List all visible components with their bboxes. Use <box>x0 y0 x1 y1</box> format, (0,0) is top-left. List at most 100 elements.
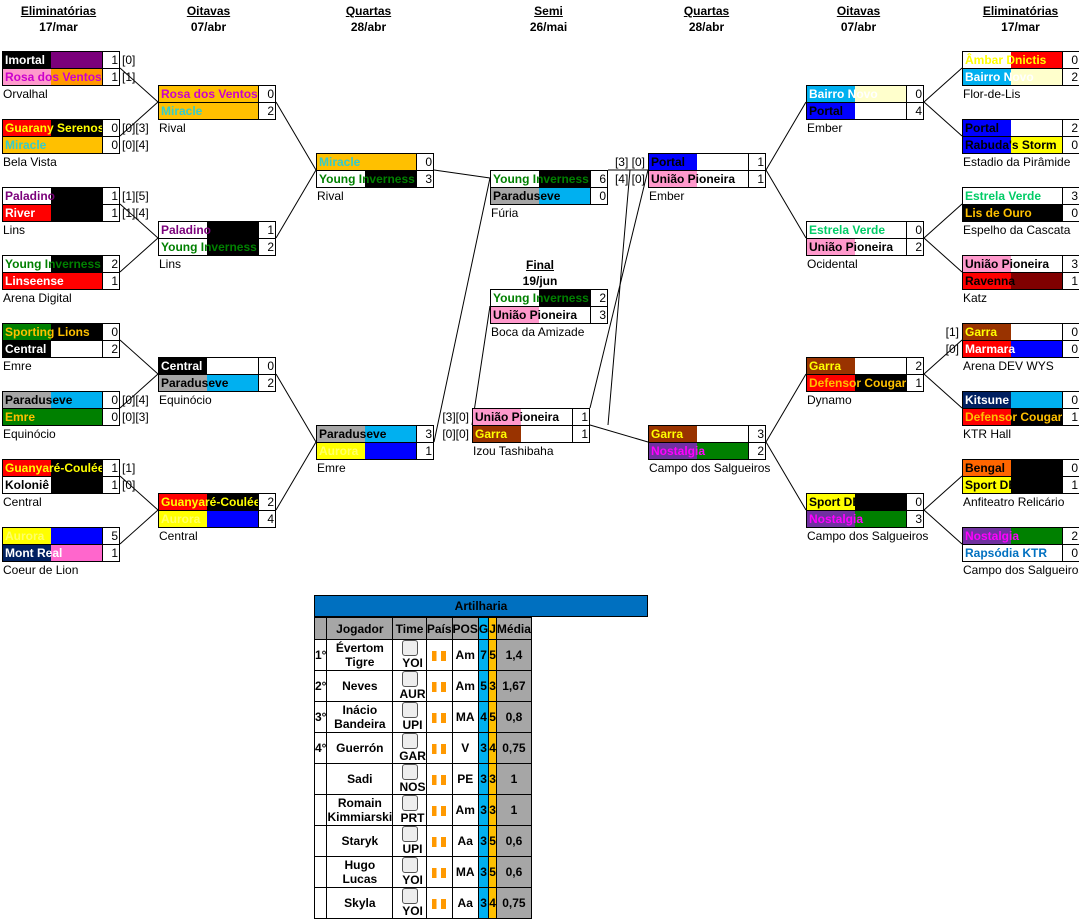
team-cell: Paraduseve <box>3 392 103 408</box>
scorer-average: 0,75 <box>495 887 532 919</box>
team-color-secondary <box>1011 324 1063 340</box>
team-name: Nostalgia <box>809 512 864 526</box>
connector-line <box>119 101 159 137</box>
scorer-average: 0,75 <box>495 732 532 764</box>
team-score: 0 <box>1062 205 1079 221</box>
connector-line <box>119 67 159 103</box>
scorer-team: YOI <box>392 856 427 888</box>
team-score: 1 <box>102 545 119 561</box>
team-cell: Âmbar Dnictis <box>963 52 1063 68</box>
header-cell: Time <box>392 617 427 640</box>
venue-label: Ember <box>649 189 685 203</box>
scorer-team: NOS <box>392 763 427 795</box>
team-color-primary <box>963 256 1011 272</box>
team-color-primary <box>3 205 51 221</box>
team-cell: Nostalgia <box>649 443 749 459</box>
team-score: 1 <box>102 69 119 85</box>
scorer-average: 1 <box>495 763 532 795</box>
penalty-score: [0][3] <box>122 121 149 135</box>
team-score: 0 <box>102 120 119 136</box>
connector-line <box>433 169 491 179</box>
round-date: 07/abr <box>840 20 877 34</box>
team-color-secondary <box>521 409 573 425</box>
team-cell: Guanyaré-Coulée <box>3 460 103 476</box>
team-color-secondary <box>855 511 907 527</box>
team-color-secondary <box>1011 460 1063 476</box>
team-score: 0 <box>1062 460 1079 476</box>
team-name: Central <box>161 359 203 373</box>
team-cell: Mont Real <box>3 545 103 561</box>
team-color-primary <box>3 392 51 408</box>
scorer-goals: 3 <box>477 732 490 764</box>
scorer-team-code: YOI <box>402 904 423 918</box>
team-color-primary <box>3 324 51 340</box>
team-color-primary <box>963 137 1011 153</box>
connector-line <box>275 101 317 171</box>
team-score: 3 <box>1062 188 1079 204</box>
team-score: 2 <box>748 443 765 459</box>
team-color-secondary <box>1011 341 1063 357</box>
team-color-secondary <box>855 222 907 238</box>
team-name: Garra <box>475 427 508 441</box>
venue-label: Lins <box>159 257 182 271</box>
team-color-secondary <box>521 426 573 442</box>
team-name: Nostalgia <box>965 529 1020 543</box>
team-color-secondary <box>1011 205 1063 221</box>
team-color-primary <box>3 69 51 85</box>
scorer-team-code: PRT <box>400 811 425 825</box>
team-name: Guanyaré-Coulée <box>5 461 103 475</box>
team-name: Marmara <box>965 342 1016 356</box>
team-color-secondary <box>51 69 103 85</box>
round-name: Oitavas <box>186 4 231 18</box>
team-color-secondary <box>51 273 103 289</box>
team-score: 4 <box>906 103 923 119</box>
team-color-primary <box>807 103 855 119</box>
scorer-games: 5 <box>488 825 497 857</box>
team-cell: Garra <box>963 324 1063 340</box>
scorer-average: 0,8 <box>495 701 532 733</box>
team-name: Young Inverness <box>161 240 257 254</box>
team-name: Miracle <box>161 104 203 118</box>
round-name: Eliminatórias <box>982 4 1059 18</box>
connector-line <box>923 475 963 511</box>
team-color-primary <box>807 358 855 374</box>
venue-label: Coeur de Lion <box>3 563 79 577</box>
scorer-player: Hugo Lucas <box>326 856 394 888</box>
connector-line <box>471 305 491 426</box>
team-color-primary <box>159 103 207 119</box>
team-score: 1 <box>102 477 119 493</box>
scorer-team: PRT <box>392 794 427 826</box>
team-color-secondary <box>51 137 103 153</box>
team-name: Miracle <box>319 155 361 169</box>
scorer-position: PE <box>451 763 479 795</box>
connector-line <box>275 441 317 511</box>
scorer-rank: 3° <box>313 701 328 733</box>
venue-label: Arena Digital <box>3 291 72 305</box>
connector-line <box>765 441 807 511</box>
team-color-primary <box>649 171 697 187</box>
team-score: 0 <box>1062 137 1079 153</box>
scorer-position: V <box>451 732 479 764</box>
country-flag-icon <box>432 774 447 785</box>
penalty-score: [1] <box>122 70 136 84</box>
team-cell: Estrela Verde <box>963 188 1063 204</box>
team-cell: Defensor Cougar <box>807 375 907 391</box>
scorer-position: Aa <box>451 887 479 919</box>
